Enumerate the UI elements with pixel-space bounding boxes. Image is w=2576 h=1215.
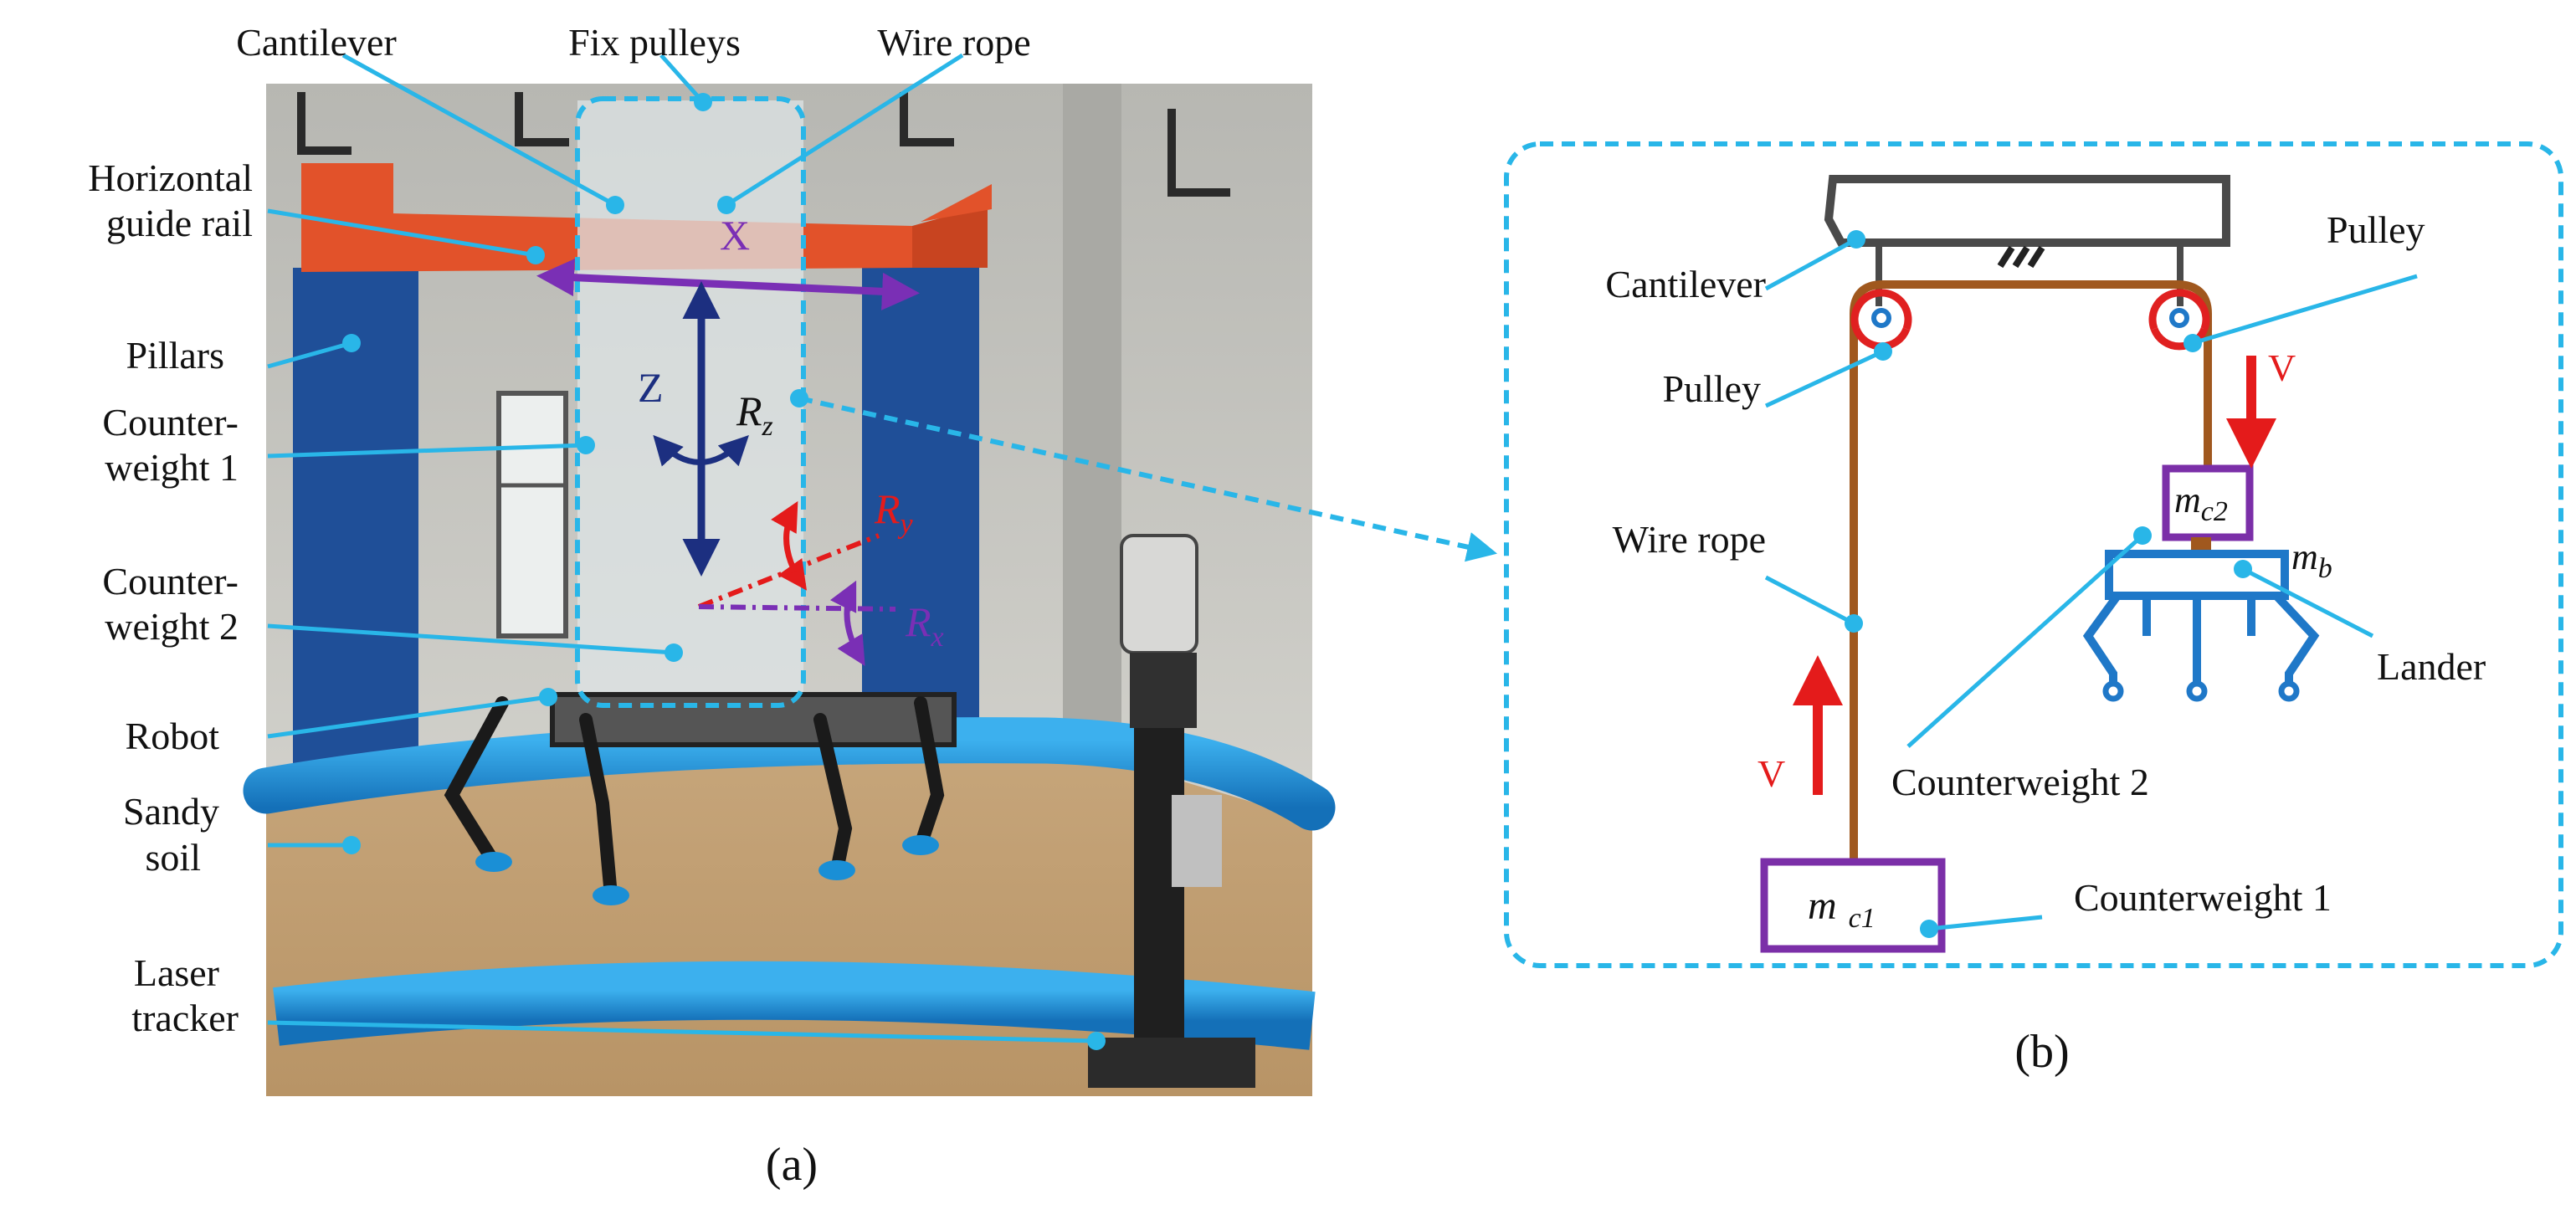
mb-main: m: [2291, 536, 2318, 577]
laser-tracker: [1088, 534, 1255, 1088]
label-pillars: Pillars: [126, 334, 224, 377]
label-pulley-left: Pulley: [1662, 367, 1761, 410]
panel-b-leaders: [1764, 237, 2418, 931]
mass-mb-label: mb: [2291, 536, 2332, 584]
rx-rotation-arrow: [829, 580, 865, 667]
label-counterweight-2-line2: weight 2: [105, 605, 239, 648]
pulley-right: [2148, 289, 2210, 351]
ry-main: R: [874, 485, 901, 532]
rz-label: Rz: [736, 387, 773, 442]
panel-a-leader-dots: [342, 93, 1106, 1050]
wall-column: [1063, 84, 1121, 736]
z-axis-label: Z: [638, 364, 664, 411]
rx-main: R: [905, 598, 931, 645]
fixed-ground-hatch: [1997, 245, 2045, 269]
mass-mc1-label: m c1: [1808, 884, 1876, 934]
label-wire-rope-a: Wire rope: [877, 21, 1030, 64]
zoom-connector: [798, 396, 1498, 562]
caption-a: (a): [766, 1139, 818, 1191]
label-counterweight-2: Counterweight 2: [1891, 761, 2149, 803]
label-pulley-right: Pulley: [2327, 208, 2425, 251]
robot-feet: [475, 835, 939, 905]
label-lander: Lander: [2377, 645, 2486, 688]
cantilever-beam: [1824, 175, 2230, 247]
x-axis-arrow: [536, 259, 920, 310]
rx-label: Rx: [905, 598, 944, 653]
counterweight-1-box: [1760, 858, 1946, 953]
mc1-main: m: [1808, 884, 1837, 928]
wire-rope-path: [1850, 280, 2212, 862]
pillar-right: [862, 268, 979, 736]
window: [496, 391, 568, 638]
rx-sub: x: [931, 622, 944, 653]
panel-a-labels: Cantilever Fix pulleys Wire rope Horizon…: [88, 21, 1030, 1191]
ry-axis-dashed: [697, 533, 880, 609]
rz-sub: z: [762, 411, 773, 442]
lander: [2082, 550, 2320, 686]
label-fix-pulleys: Fix pulleys: [568, 21, 741, 64]
label-laser-tracker-1: Laser: [134, 951, 219, 994]
caption-b: (b): [2014, 1026, 2069, 1078]
panel-b-leader-dots: [1845, 230, 2252, 938]
label-laser-tracker-2: tracker: [131, 997, 239, 1039]
label-counterweight-1-line2: weight 1: [105, 446, 239, 489]
label-counterweight-2-line1: Counter-: [102, 560, 239, 602]
label-sandy-soil-1: Sandy: [123, 790, 219, 833]
rig-column: [577, 100, 803, 703]
rz-rotation-arrow: [653, 434, 749, 467]
label-cantilever-b: Cantilever: [1605, 263, 1766, 305]
label-velocity-down: V: [2268, 346, 2296, 389]
rz-main: R: [736, 387, 762, 434]
mass-mc2-label: mc2: [2174, 479, 2228, 527]
panel-b-schematic: Cantilever Pulley Pulley Wire rope Lande…: [1504, 141, 2563, 1078]
ry-rotation-arrow: [771, 500, 808, 591]
label-velocity-up: V: [1758, 752, 1785, 795]
schematic-frame: [1504, 141, 2563, 968]
lander-feet: [2102, 680, 2300, 702]
label-wire-rope-b: Wire rope: [1613, 518, 1766, 561]
label-sandy-soil-2: soil: [146, 836, 201, 879]
label-horizontal-guide-rail-1: Horizontal: [88, 156, 253, 199]
label-counterweight-1: Counterweight 1: [2074, 876, 2332, 919]
label-cantilever-a: Cantilever: [236, 21, 397, 64]
ry-sub: y: [898, 509, 914, 540]
mc1-sub: c1: [1849, 903, 1876, 934]
panel-a-leaders: [267, 53, 1097, 1043]
coordinate-axes: X Z Rz Ry Rx: [536, 212, 944, 667]
mc2-sub: c2: [2201, 496, 2228, 527]
panel-a-photo: [243, 84, 1336, 1096]
label-counterweight-1-line1: Counter-: [102, 401, 239, 443]
rig-highlight-box: [575, 96, 806, 708]
mc2-main: m: [2174, 479, 2201, 520]
x-axis-label: X: [720, 212, 750, 259]
label-robot: Robot: [126, 715, 220, 757]
ry-label: Ry: [874, 485, 914, 540]
ceiling-brackets: [297, 92, 1230, 197]
mb-sub: b: [2318, 553, 2332, 584]
label-horizontal-guide-rail-2: guide rail: [106, 202, 253, 244]
